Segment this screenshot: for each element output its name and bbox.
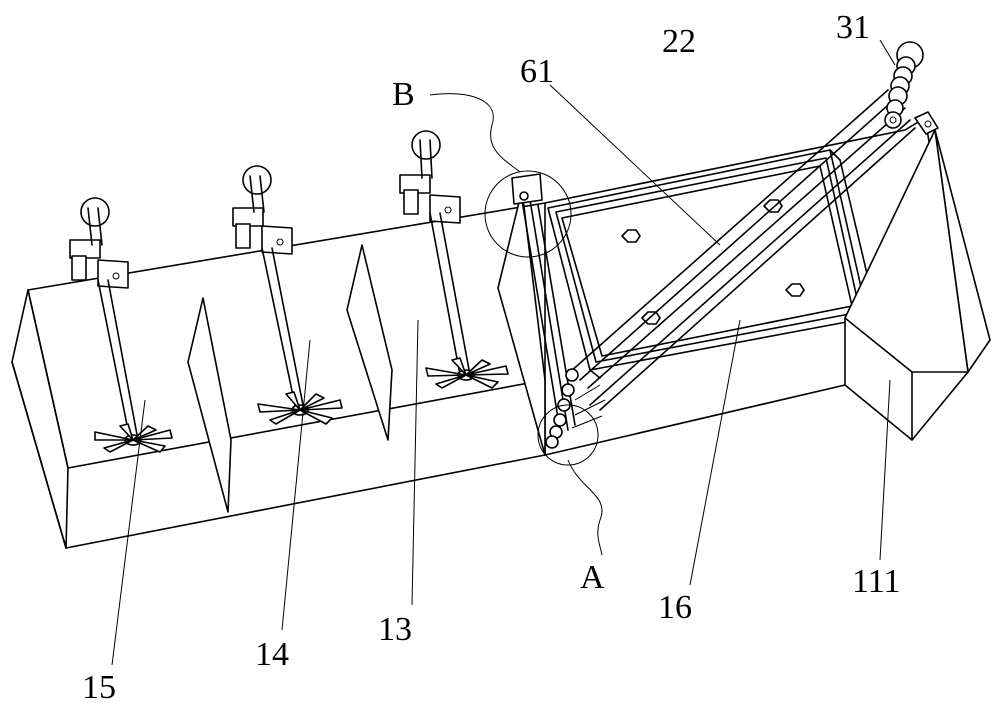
inclined-scraper-61 [569, 89, 916, 411]
label-31: 31 [836, 9, 870, 46]
label-22: 22 [662, 23, 696, 60]
label-61: 61 [520, 53, 554, 90]
trough-body [11, 117, 926, 549]
settling-tank-16 [547, 149, 879, 379]
bracket-b [511, 173, 543, 205]
label-b: B [392, 76, 415, 113]
leader-lines [111, 39, 896, 666]
label-13: 13 [378, 611, 412, 648]
pulley-stack-31 [884, 41, 924, 129]
detail-circle-a [537, 404, 599, 466]
discharge-box-111 [844, 111, 991, 441]
label-15: 15 [82, 669, 116, 706]
stirrer-13 [399, 130, 509, 389]
label-111: 111 [852, 563, 900, 600]
label-14: 14 [255, 636, 289, 673]
label-a: A [580, 559, 605, 596]
reference-labels: 15 14 13 A 16 111 B 61 22 31 [82, 9, 900, 706]
stirrer-14 [232, 165, 343, 425]
stirrer-15 [69, 197, 173, 453]
label-16: 16 [658, 589, 692, 626]
detail-circle-b [484, 170, 572, 258]
